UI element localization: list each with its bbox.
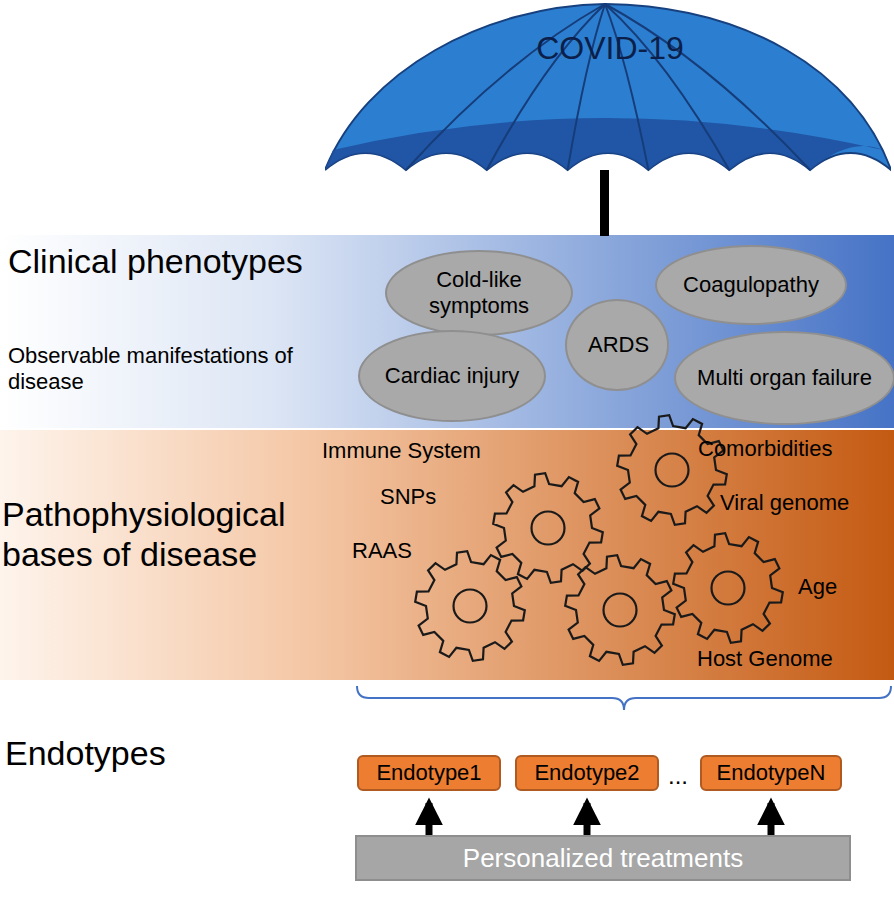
phenotype-ellipse: Cardiac injury <box>358 330 546 422</box>
node-text: Cardiac injury <box>379 363 526 389</box>
gear <box>673 533 783 643</box>
node-subtext: Age <box>798 574 868 600</box>
umbrella: COVID-19 <box>325 0 891 178</box>
phenotype-ellipse: Coagulopathy <box>655 245 847 325</box>
ellipsis-label: ... <box>668 762 688 790</box>
gear-hub <box>532 512 565 545</box>
phenotype-ellipse: Cold-like symptoms <box>385 250 573 336</box>
umbrella-stem <box>600 170 609 236</box>
section-label: Endotypes <box>5 733 166 773</box>
node-text: COVID-19 <box>525 30 695 68</box>
phenotype-band: Clinical phenotypesObservable manifestat… <box>0 235 894 428</box>
node-text: EndotypeN <box>711 760 832 786</box>
node-subtext: Comorbidities <box>698 436 888 462</box>
node-text: Endotype2 <box>528 760 645 786</box>
gear-hub <box>656 454 689 487</box>
node-text: Personalized treatments <box>457 843 749 874</box>
arrow <box>584 803 591 835</box>
phenotype-ellipse: Multi organ failure <box>674 331 894 425</box>
node-subtext: RAAS <box>352 538 432 564</box>
phenotype-ellipse: ARDS <box>565 299 669 391</box>
arrow <box>426 803 433 835</box>
node-subtext: Viral genome <box>720 490 890 516</box>
umbrella-canopy <box>325 0 891 178</box>
endotype-box: Endotype2 <box>515 755 659 791</box>
arrow <box>768 803 775 835</box>
node-subtext: SNPs <box>380 484 460 510</box>
node-subtext: Observable manifestations of disease <box>8 343 353 395</box>
gear-hub <box>454 590 487 623</box>
node-subtext: Host Genome <box>697 646 887 672</box>
node-text: Clinical phenotypes <box>8 241 308 281</box>
node-text: Endotype1 <box>370 760 487 786</box>
endotype-box: EndotypeN <box>700 755 842 791</box>
gear-hub <box>604 594 637 627</box>
gear <box>493 473 603 583</box>
node-text: Coagulopathy <box>677 272 825 298</box>
pathophysiology-band-ground <box>0 430 894 680</box>
phenotype-band-ground <box>0 235 894 428</box>
pathophysiology-band: Pathophysiological bases of disease Immun… <box>0 430 894 680</box>
treatment-box: Personalized treatments <box>355 835 851 881</box>
gear <box>415 551 525 661</box>
node-text: Pathophysiological bases of disease <box>2 494 352 574</box>
gear <box>617 415 727 525</box>
gear-hub <box>712 572 745 605</box>
endotype-box: Endotype1 <box>357 755 501 791</box>
gear <box>565 555 675 665</box>
node-text: Cold-like symptoms <box>402 267 556 319</box>
node-text: Multi organ failure <box>691 365 878 391</box>
bracket <box>357 686 891 710</box>
node-subtext: Immune System <box>322 438 522 464</box>
node-text: ARDS <box>582 332 652 358</box>
